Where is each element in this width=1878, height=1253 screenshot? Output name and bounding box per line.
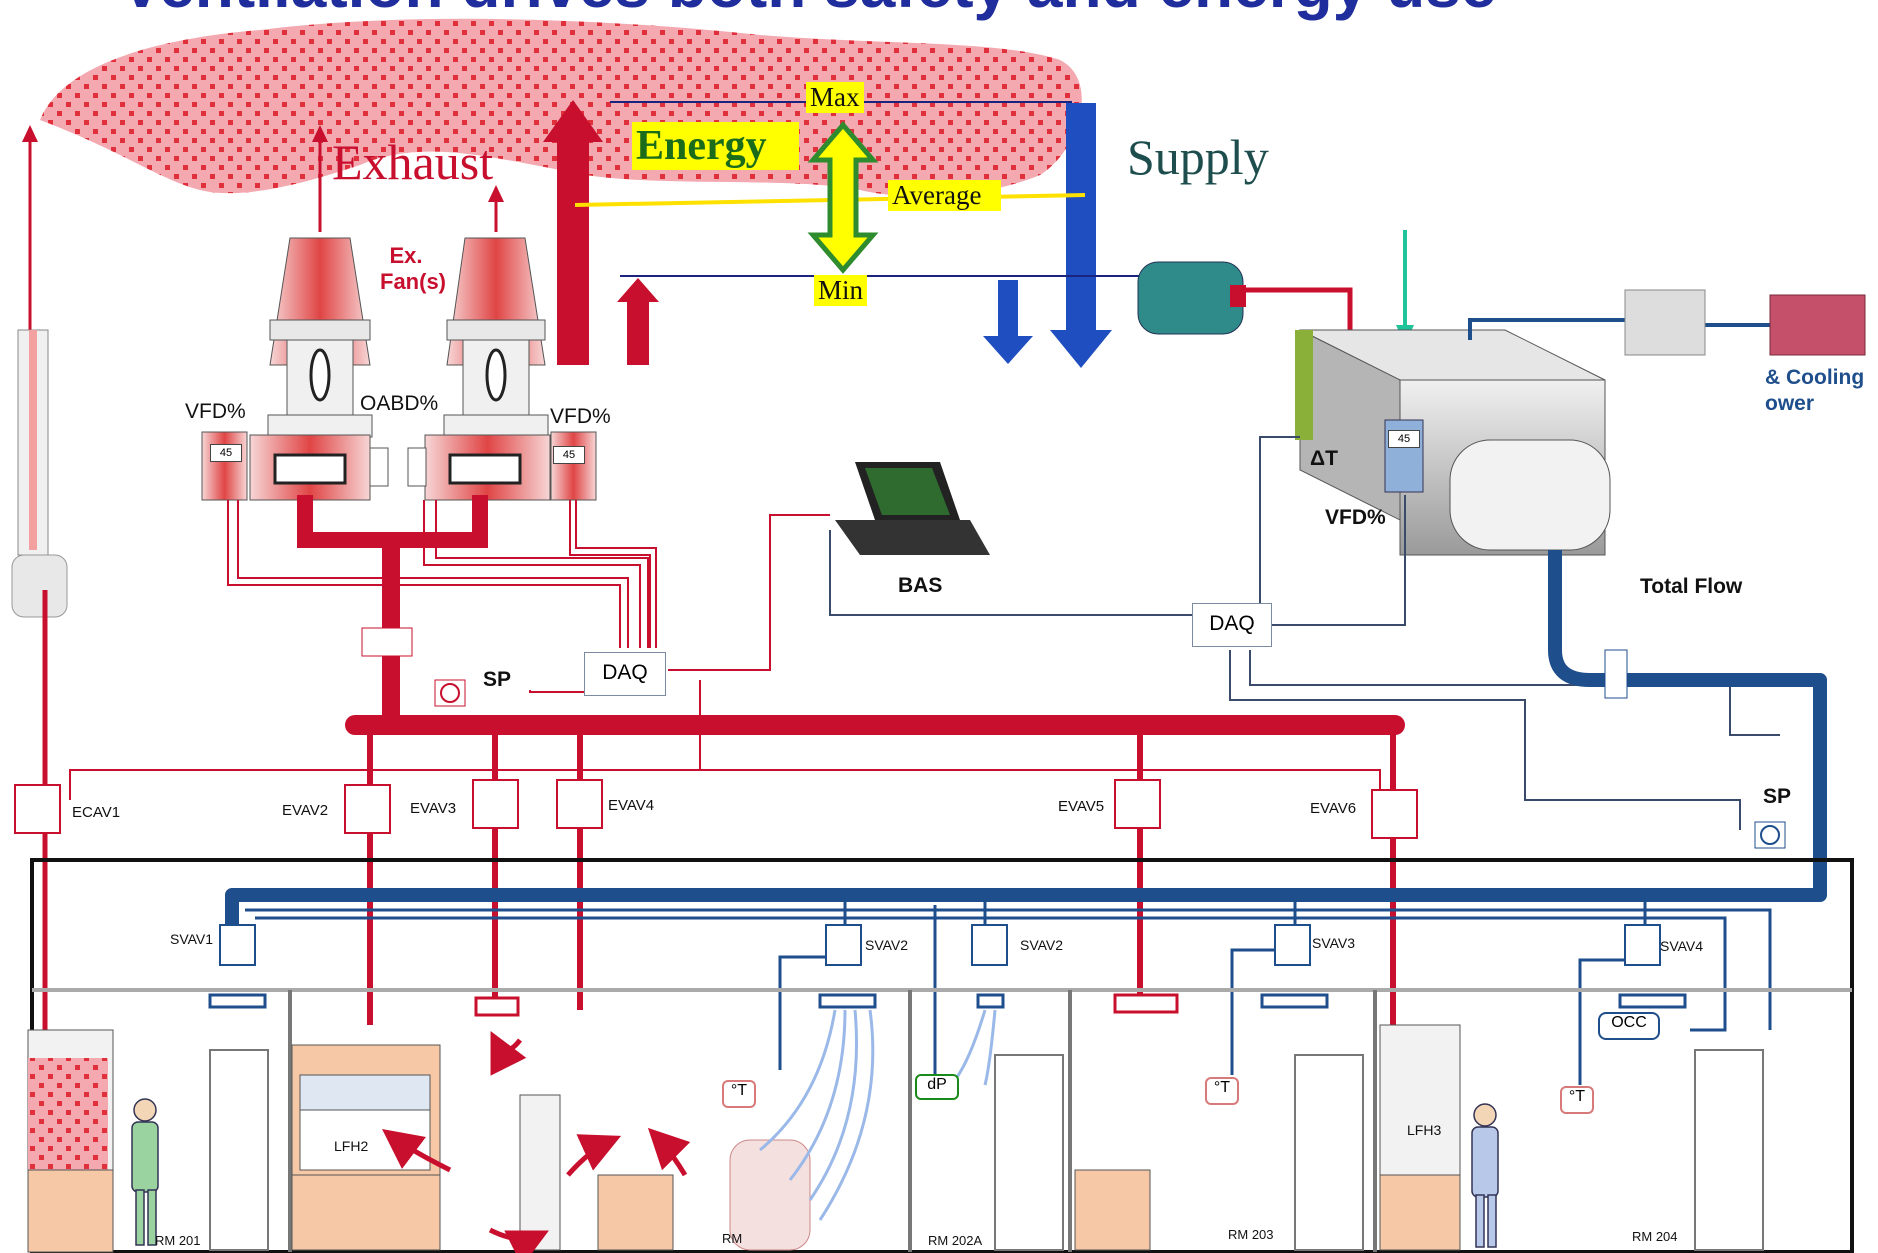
room-label: RM 203 [1228, 1227, 1274, 1242]
average-label: Average [888, 180, 1001, 211]
supply-valve-label: SVAV2 [1020, 937, 1063, 953]
temp-sensor: °T [1560, 1086, 1594, 1114]
temp-sensor: °T [722, 1080, 756, 1108]
daq-right: DAQ [1192, 603, 1272, 647]
dp-sensor: dP [915, 1074, 959, 1100]
room-label: RM 201 [155, 1233, 201, 1248]
delta-t-label: ΔT [1310, 447, 1338, 471]
cooling-tower-label: & Cooling ower [1765, 365, 1873, 417]
supply-valve-label: SVAV1 [170, 931, 213, 947]
boiler [1138, 262, 1246, 334]
sp-right-label: SP [1763, 785, 1791, 809]
temp-sensor: °T [1205, 1077, 1239, 1105]
max-label: Max [806, 82, 864, 113]
exhaust-valve-label: EVAV5 [1058, 798, 1104, 815]
exhaust-valve-label: EVAV2 [282, 802, 328, 819]
exhaust-small-arrow [617, 278, 659, 365]
supply-valve-label: SVAV4 [1660, 938, 1703, 954]
exhaust-big-arrow [543, 100, 603, 365]
diffusers [210, 995, 1685, 1007]
bas-laptop [835, 462, 990, 555]
min-label: Min [814, 275, 867, 306]
room-label: RM 204 [1632, 1229, 1678, 1244]
supply-valve-label: SVAV3 [1312, 935, 1355, 951]
vfd-left-label: VFD% [185, 400, 246, 424]
exhaust-valve-label: EVAV4 [608, 797, 654, 814]
room-label: RM [722, 1231, 742, 1246]
sp-left-label: SP [483, 668, 511, 692]
vfd-right-label: VFD% [550, 405, 611, 429]
ahu-vfd-gauge: 45 [1388, 430, 1420, 448]
energy-label: Energy [632, 122, 799, 170]
vfd-left-gauge: 45 [210, 444, 242, 462]
ahu-vfd-label: VFD% [1325, 506, 1386, 530]
total-flow-label: Total Flow [1640, 575, 1742, 599]
exhaust-fan-left [250, 238, 388, 500]
supply-valve-label: SVAV2 [865, 937, 908, 953]
oabd-label: OABD% [360, 392, 438, 416]
exhaust-valve-label: ECAV1 [72, 804, 120, 821]
bas-label: BAS [898, 574, 942, 598]
exhaust-valve-label: EVAV6 [1310, 800, 1356, 817]
exhaust-fans-label: Ex. Fan(s) [380, 243, 432, 295]
supply-small-arrow [983, 280, 1033, 364]
exhaust-valve-label: EVAV3 [410, 800, 456, 817]
vfd-right-gauge: 45 [553, 446, 585, 464]
supply-label: Supply [1127, 128, 1269, 186]
supply-damper-valves [220, 925, 1660, 965]
daq-left: DAQ [584, 652, 666, 696]
occupancy-sensor: OCC [1598, 1012, 1660, 1040]
hood-label: LFH3 [1407, 1122, 1441, 1138]
hood-label: LFH2 [334, 1138, 368, 1154]
exhaust-damper-valves [15, 780, 1417, 838]
room-label: RM 202A [928, 1233, 982, 1248]
exhaust-label: Exhaust [332, 133, 493, 191]
